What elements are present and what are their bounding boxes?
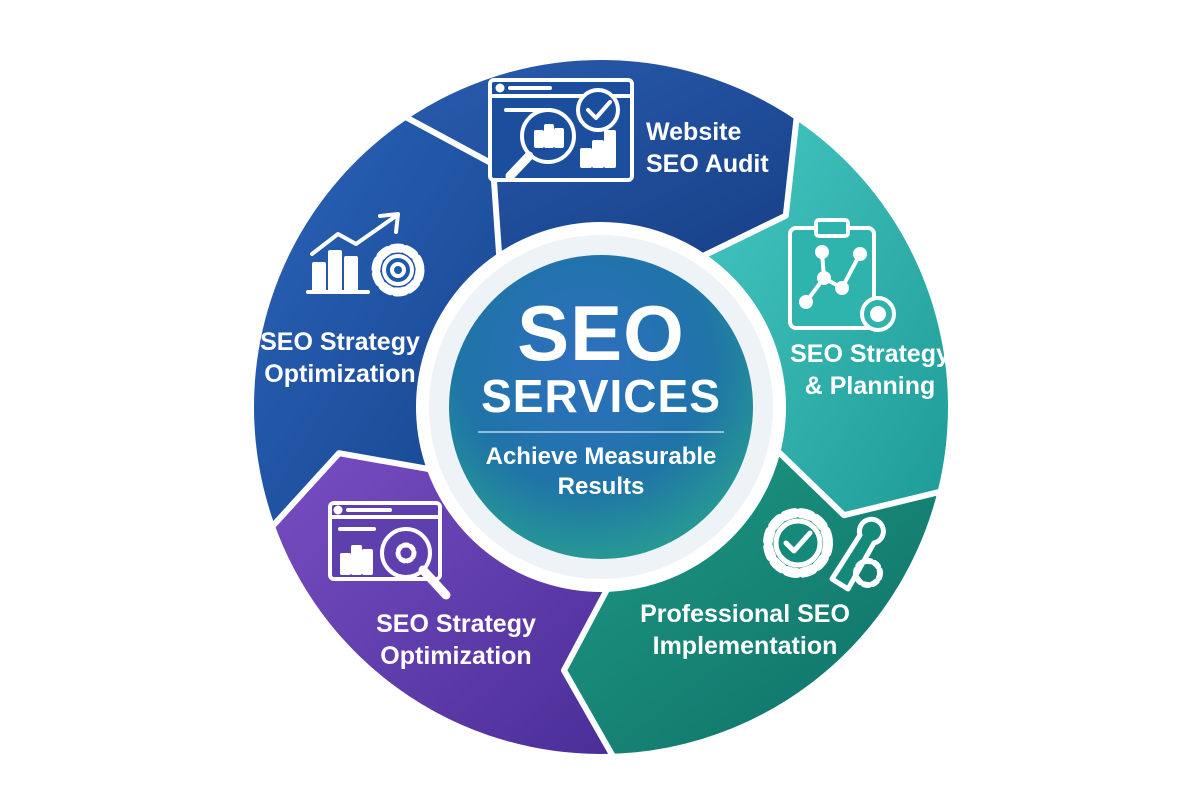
svg-text:SEO Strategy: SEO Strategy bbox=[790, 340, 950, 368]
center-subtitle: SERVICES bbox=[481, 370, 721, 422]
segment-label-optimization-blue: SEO Strategy Optimization bbox=[260, 328, 420, 388]
svg-text:SEO Strategy: SEO Strategy bbox=[376, 610, 536, 638]
segment-label-audit: Website SEO Audit bbox=[646, 118, 769, 178]
svg-text:Implementation: Implementation bbox=[653, 632, 838, 660]
gear-wrench-icon bbox=[763, 508, 886, 592]
center-disc bbox=[449, 255, 753, 559]
center-tagline-line2: Results bbox=[558, 473, 645, 500]
svg-text:SEO Audit: SEO Audit bbox=[646, 150, 769, 178]
center-hub: SEO SERVICES Achieve Measurable Results bbox=[449, 255, 753, 559]
segment-optimization-blue bbox=[248, 113, 503, 530]
segment-label-optimization-purple: SEO Strategy Optimization bbox=[376, 610, 536, 670]
segment-label-implementation: Professional SEO Implementation bbox=[640, 600, 850, 660]
svg-text:Optimization: Optimization bbox=[264, 360, 415, 388]
clipboard-plan-icon bbox=[788, 218, 896, 332]
svg-text:& Planning: & Planning bbox=[805, 372, 936, 400]
growth-chart-gear-icon bbox=[306, 212, 425, 297]
segment-label-planning: SEO Strategy & Planning bbox=[790, 340, 950, 400]
browser-magnifier-icon bbox=[328, 501, 451, 600]
svg-text:Website: Website bbox=[646, 118, 741, 146]
website-audit-icon bbox=[488, 78, 634, 182]
svg-text:Optimization: Optimization bbox=[380, 642, 531, 670]
center-tagline-line1: Achieve Measurable bbox=[486, 443, 717, 470]
svg-text:SEO Strategy: SEO Strategy bbox=[260, 328, 420, 356]
center-title: SEO bbox=[517, 289, 685, 377]
svg-text:Professional SEO: Professional SEO bbox=[640, 600, 850, 628]
